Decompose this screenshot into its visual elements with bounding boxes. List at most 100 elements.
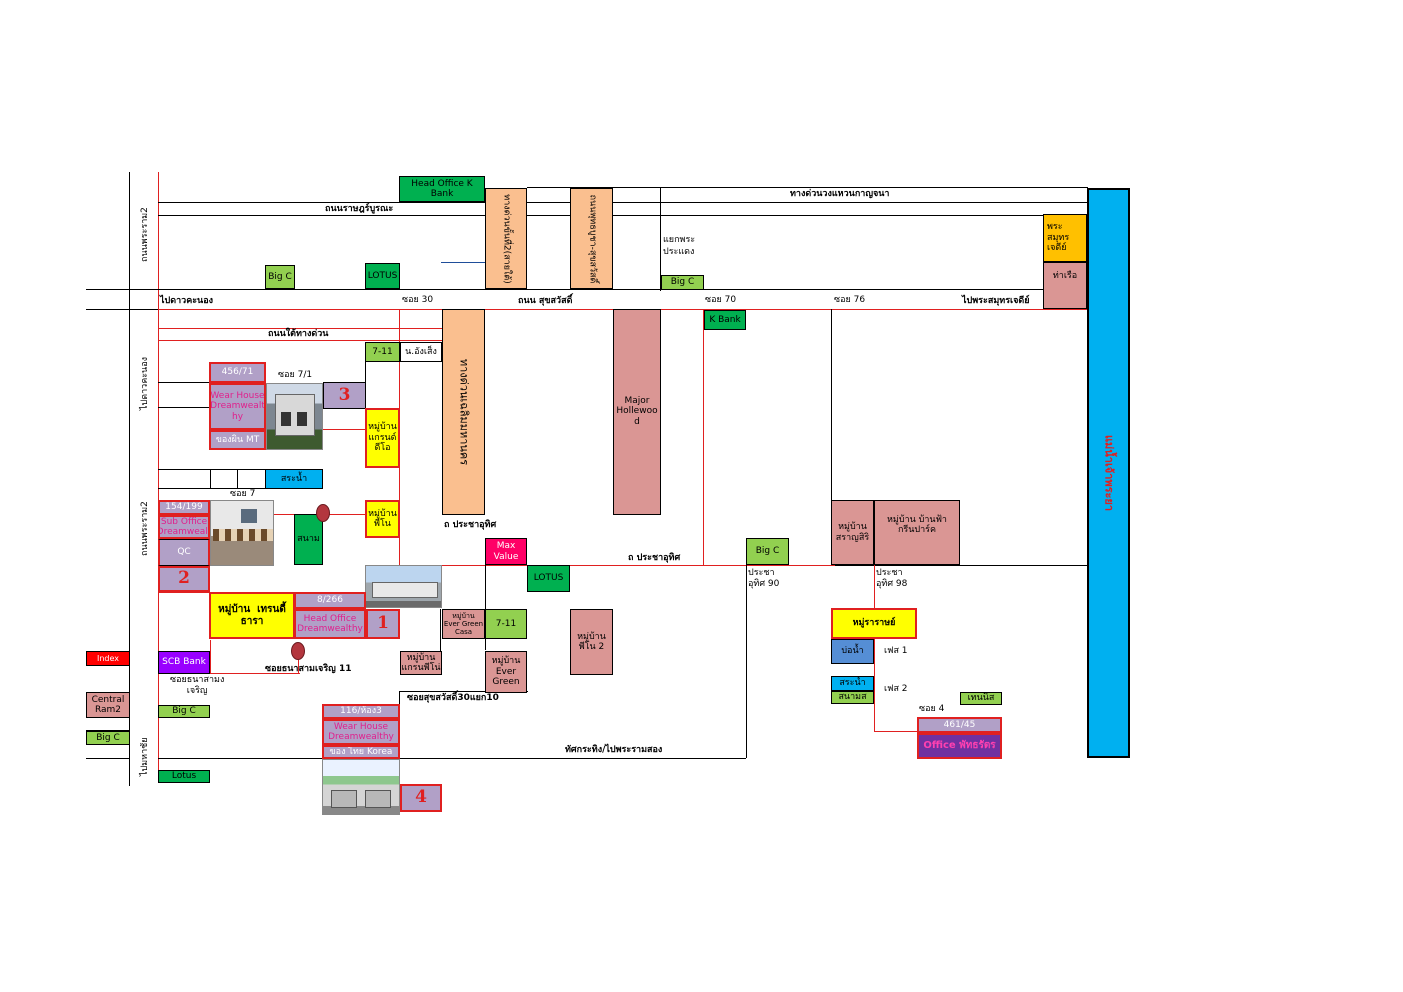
label-rama2-mid: ไปดาวคะนอง <box>140 357 150 410</box>
v-746 <box>746 565 747 758</box>
bigc-2: Big C <box>661 275 704 290</box>
label-pracha-1: ถ ประชาอุทิศ <box>444 520 497 530</box>
bigc-5: Big C <box>86 731 130 745</box>
phra-samut-chedi: พระ สมุทร เจดีย์ <box>1043 214 1087 262</box>
suksawat-line-2 <box>86 309 158 310</box>
label-pracha-2: ถ ประชาอุทิศ <box>628 553 681 563</box>
h-soi30-10 <box>400 691 528 692</box>
rama2-road-line <box>129 172 130 786</box>
address-8-266: 8/266 <box>294 592 366 609</box>
under-exp-line-2 <box>158 340 442 341</box>
address-116: 116/ห้อง3 <box>322 704 400 719</box>
village-saransiri: หมู่บ้าน สราญสิริ <box>831 500 874 565</box>
soi71-red-2 <box>323 429 367 430</box>
soi7-tick-1 <box>210 469 211 488</box>
label-thungkru: ทัศกระทิง/ไปพระรามสอง <box>565 745 663 755</box>
v-440 <box>440 609 441 674</box>
label-under-exp: ถนนใต้ทางด่วน <box>268 329 329 339</box>
pracha-black-line <box>835 565 1088 566</box>
na-angseng: น.อังเส็ง <box>400 342 442 362</box>
label-pracha98: ประชา อุทิศ 98 <box>876 568 908 589</box>
thungkru-line <box>158 758 746 759</box>
pier: ท่าเรือ <box>1043 262 1087 309</box>
expressway-tower-b: ถนนพุทธบูชา-สุขสวัสดิ์ <box>570 188 613 289</box>
soi71-up <box>365 362 366 382</box>
label-rama2-bottom: ไปมหาชัย <box>140 737 150 776</box>
ring-road-line-1 <box>660 187 1088 188</box>
village-evergreen: หมู่บ้าน Ever Green <box>485 651 527 693</box>
label-soi7-1: ซอย 7/1 <box>278 370 313 380</box>
soi7-line-1 <box>158 469 265 470</box>
index-legend: Index <box>86 651 130 666</box>
major-hollywood: Major Hollewoo d <box>613 309 661 515</box>
max-value: Max Value <box>485 538 527 565</box>
ratburana-line-2 <box>158 215 1088 216</box>
village-raramya: หมู่ราราษย์ <box>831 608 917 639</box>
bigc-3: Big C <box>746 538 789 565</box>
bigc-4: Big C <box>158 705 210 718</box>
sub-office: Sub Office Dreamwealt <box>158 515 210 539</box>
label-soi7: ซอย 7 <box>230 489 256 499</box>
v-874-h <box>874 731 917 732</box>
label-ring: ทางด่วนวงแหวนกาญจนา <box>790 189 890 199</box>
soi71-line-1 <box>158 382 210 383</box>
pool-1: สระน้ำ <box>265 469 323 489</box>
well: บ่อน้ำ <box>831 639 874 664</box>
label-phrapradaeng: แยกพระ ประแดง <box>663 235 696 257</box>
v-874 <box>874 565 875 731</box>
house-photo-2 <box>210 500 274 566</box>
lotus-1: LOTUS <box>365 263 400 289</box>
label-phase2: เฟส 2 <box>884 684 908 694</box>
village-grand-deo: หมู่บ้าน แกรนด์ ดีโอ <box>365 408 400 468</box>
label-soi-sam11: ซอยธนาสามเจริญ 11 <box>265 664 352 674</box>
label-soi-sam: ซอยธนาสามง เจริญ <box>170 675 225 696</box>
village-grand-pino: หมู่บ้าน แกรนพีโน่ <box>400 651 442 675</box>
label-rama2-seg: ถนนพระราม2 <box>140 501 150 556</box>
soi-sam-red-v <box>298 657 299 673</box>
vert-660 <box>660 187 661 291</box>
soi7-line-2 <box>158 488 265 489</box>
label-pracha90: ประชา อุทิศ 90 <box>748 568 780 589</box>
suksawat-line-1 <box>86 289 1088 290</box>
stadium: สนาม <box>294 514 323 565</box>
office-pattarat: Office พัทธรัตร <box>917 733 1002 759</box>
soi70-red <box>703 309 704 565</box>
marker-2: 2 <box>158 566 210 592</box>
rama2-left-2 <box>86 758 130 759</box>
central-rama2: Central Ram2 <box>86 692 130 718</box>
label-soi4: ซอย 4 <box>919 704 945 714</box>
qc: QC <box>158 539 210 566</box>
address-456-71: 456/71 <box>209 362 266 383</box>
village-banfah: หมู่บ้าน บ้านฟ้า กรีนปาร์ค <box>874 500 960 565</box>
landmark-dot-1 <box>316 504 330 522</box>
address-154-199: 154/199 <box>158 500 210 515</box>
west-red-road <box>158 172 159 780</box>
house-photo-4 <box>322 759 400 815</box>
pool-2: สระน้ำ <box>831 676 874 691</box>
warehouse-1: Wear House Dreamwealt hy <box>209 383 266 430</box>
seven-eleven-1: 7-11 <box>365 342 400 362</box>
seven-eleven-2: 7-11 <box>485 609 527 639</box>
expressway-main: ทางด่วนเฉลิมมหานคร <box>442 309 485 515</box>
scb-bank: SCB Bank <box>158 651 210 674</box>
landmark-dot-2 <box>291 642 305 660</box>
soi7-tick-2 <box>237 469 238 488</box>
label-soi70: ซอย 70 <box>705 295 737 305</box>
lotus-2: LOTUS <box>527 565 570 592</box>
ratburana-line-1 <box>158 202 660 203</box>
under-exp-line-1 <box>158 328 442 329</box>
kbank-head-office: Head Office K Bank <box>399 176 485 202</box>
warehouse-1-sub: ของผิน MT <box>209 430 266 450</box>
head-office: Head Office Dreamwealthy <box>294 609 366 639</box>
soi-sam-red-v2 <box>210 640 211 674</box>
label-soi30-10: ซอยสุขสวัสดิ์30แยก10 <box>407 693 499 703</box>
warehouse-2-sub: ของ ไทย Korea <box>322 745 400 759</box>
label-toward-dao: ไปดาวคะนอง <box>160 296 213 306</box>
expressway-tower-a: ทางด่วนขั้นที่2(สายใต้) <box>485 188 527 289</box>
house-photo-3 <box>365 565 442 608</box>
blue-link <box>441 262 486 263</box>
pracha-red-line <box>399 565 835 566</box>
label-soi30: ซอย 30 <box>402 295 434 305</box>
village-pino: หมู่บ้าน พีโน <box>365 500 400 538</box>
lotus-3: Lotus <box>158 770 210 783</box>
